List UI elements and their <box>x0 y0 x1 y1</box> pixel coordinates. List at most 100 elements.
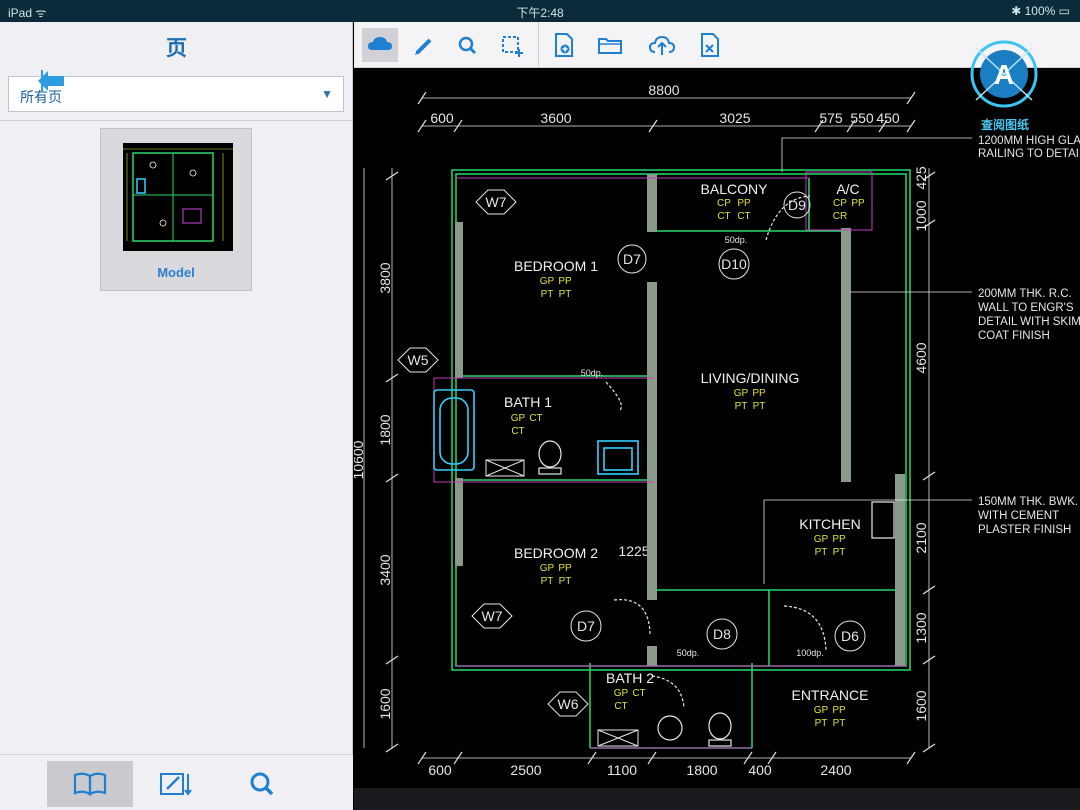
logo-mark: A <box>994 59 1014 90</box>
finish-code: PP <box>737 198 751 209</box>
walls <box>451 169 911 749</box>
dim-bottom: 400 <box>748 762 772 778</box>
pages-panel: 页 所有页 ▼ Model <box>0 22 353 810</box>
door-tag: D9 <box>788 197 806 213</box>
magnifier-icon <box>458 36 477 55</box>
room-name: KITCHEN <box>799 516 860 532</box>
dim-top: 450 <box>876 110 900 126</box>
fixtures <box>433 389 639 475</box>
finish-code: GP <box>814 534 829 545</box>
pen-tool-button[interactable] <box>406 28 442 62</box>
door-tag: D7 <box>577 618 595 634</box>
finish-code: PP <box>752 388 766 399</box>
dim-left: 3400 <box>377 554 393 585</box>
dim-left: 1800 <box>377 414 393 445</box>
page-thumbnail[interactable]: Model <box>100 128 252 291</box>
canvas-bottom-strip <box>354 788 1080 810</box>
zoom-window-tool-button[interactable] <box>494 28 530 62</box>
dim-bottom: 600 <box>428 762 452 778</box>
dim-top-total: 8800 <box>648 82 679 98</box>
pen-icon <box>415 38 432 55</box>
cloud-upload-button[interactable] <box>644 28 680 62</box>
close-file-icon <box>701 33 719 57</box>
status-time: 下午2:48 <box>516 6 564 20</box>
window-tag: W5 <box>408 352 429 368</box>
drop-label: 50dp. <box>725 235 748 245</box>
marker-shapes <box>397 189 866 717</box>
dim-right: 2100 <box>913 522 929 553</box>
status-carrier: iPad ᯤ <box>8 6 47 20</box>
dim-bottom: 2400 <box>820 762 851 778</box>
note-line: COAT FINISH <box>978 330 1050 342</box>
page-thumbnail-label: Model <box>157 265 195 280</box>
door-tag: D10 <box>721 256 747 272</box>
finish-code: PP <box>832 705 846 716</box>
open-folder-icon <box>598 38 622 54</box>
toolbar-separator <box>538 22 539 68</box>
tab-search[interactable] <box>219 761 305 807</box>
finish-code: GP <box>511 413 526 424</box>
cloud-upload-icon <box>648 35 676 55</box>
finish-code: PT <box>753 401 766 412</box>
cloud-icon <box>368 37 392 50</box>
open-folder-button[interactable] <box>592 28 628 62</box>
note-line: WITH CEMENT <box>978 510 1059 522</box>
finish-code: GP <box>614 688 629 699</box>
app-logo-icon[interactable]: A <box>966 40 1042 130</box>
finish-code: CP <box>833 198 847 209</box>
search-icon <box>250 772 274 796</box>
note-line: WALL TO ENGR'S <box>978 302 1074 314</box>
new-file-button[interactable] <box>546 28 582 62</box>
finish-code: CT <box>737 211 750 222</box>
finish-code: PT <box>559 576 572 587</box>
logo-caption: 查阅图纸 <box>980 118 1029 132</box>
finish-code: CT <box>632 688 645 699</box>
finish-code: PP <box>851 198 865 209</box>
finish-code: GP <box>734 388 749 399</box>
tab-annotations[interactable] <box>133 761 219 807</box>
note-leaders <box>763 137 972 584</box>
panel-tab-bar <box>0 754 353 810</box>
finish-code: CT <box>511 426 524 437</box>
room-name: BATH 1 <box>504 394 552 410</box>
magnifier-tool-button[interactable] <box>450 28 486 62</box>
dim-right: 1000 <box>913 200 929 231</box>
dim-top: 600 <box>430 110 454 126</box>
window-tag: W6 <box>558 696 579 712</box>
close-file-button[interactable] <box>692 28 728 62</box>
dim-top: 575 <box>819 110 843 126</box>
tab-pages[interactable] <box>47 761 133 807</box>
window-tag: W7 <box>486 194 507 210</box>
railing-lines <box>433 171 906 749</box>
drawing-canvas[interactable]: 8800 600 3600 3025 575 550 450 600 2500 … <box>354 68 1080 810</box>
dim-bottom: 2500 <box>510 762 541 778</box>
page-filter-value: 所有页 <box>20 89 62 105</box>
dimension-lines <box>363 97 930 759</box>
note-line: RAILING TO DETAIL <box>978 148 1080 160</box>
room-name: BEDROOM 1 <box>514 258 598 274</box>
back-arrow-icon[interactable] <box>36 68 68 94</box>
finish-code: CT <box>529 413 542 424</box>
note-line: PLASTER FINISH <box>978 524 1071 536</box>
finish-code: PT <box>735 401 748 412</box>
status-bar: iPad ᯤ 下午2:48 ✱ 100% ▭ <box>0 0 1080 22</box>
dim-right: 1300 <box>913 612 929 643</box>
room-name: BATH 2 <box>606 670 654 686</box>
finish-code: PT <box>815 547 828 558</box>
note-line: DETAIL WITH SKIM <box>978 316 1080 328</box>
wall-columns <box>455 174 905 666</box>
cloud-tool-button[interactable] <box>362 28 398 62</box>
note-line: 200MM THK. R.C. <box>978 288 1072 300</box>
panel-title: 页 <box>166 37 187 60</box>
dim-right: 1600 <box>913 690 929 721</box>
finish-code: PP <box>558 276 572 287</box>
new-file-icon <box>555 33 573 57</box>
finish-code: PT <box>833 718 846 729</box>
sanitary-fixtures <box>538 195 895 747</box>
room-name: LIVING/DINING <box>701 370 800 386</box>
book-icon <box>73 772 107 796</box>
dimension-ticks <box>385 91 936 765</box>
room-name: BEDROOM 2 <box>514 545 598 561</box>
chevron-down-icon: ▼ <box>321 87 333 101</box>
room-name: BALCONY <box>701 181 769 197</box>
